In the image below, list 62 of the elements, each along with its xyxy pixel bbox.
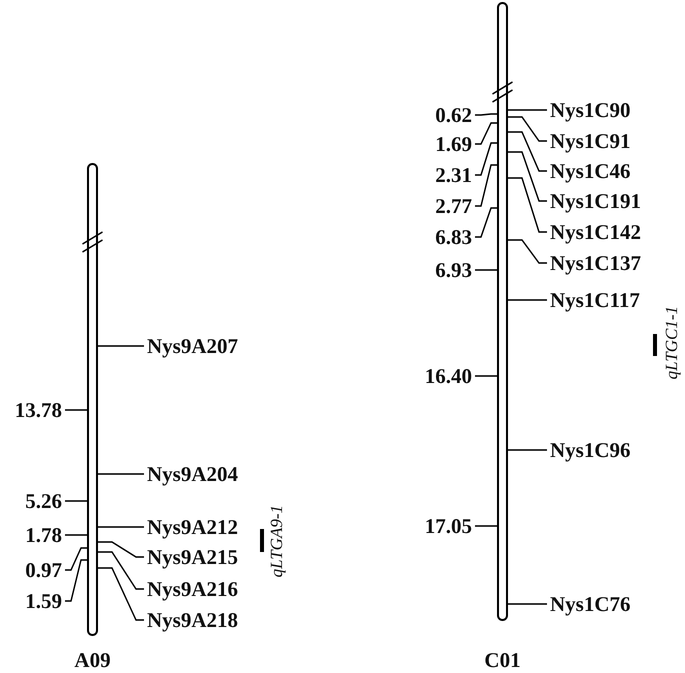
leader-line bbox=[98, 567, 144, 621]
leader-line bbox=[98, 551, 144, 590]
leader-line bbox=[508, 239, 547, 264]
distance-value: 6.93 bbox=[435, 259, 472, 281]
leader-line bbox=[475, 122, 497, 145]
marker-name: Nys9A207 bbox=[147, 335, 238, 357]
leader-line bbox=[475, 269, 497, 271]
chromosome-bar bbox=[87, 163, 98, 636]
leader-line bbox=[98, 345, 144, 347]
leader-line bbox=[508, 109, 547, 111]
leader-line bbox=[98, 541, 144, 558]
distance-value: 17.05 bbox=[424, 515, 472, 537]
marker-name: Nys9A204 bbox=[147, 463, 238, 485]
marker-name: Nys1C96 bbox=[550, 439, 631, 461]
leader-line bbox=[65, 500, 87, 502]
chromosome-name: C01 bbox=[484, 649, 521, 671]
distance-value: 13.78 bbox=[14, 399, 62, 421]
distance-value: 1.78 bbox=[25, 524, 62, 546]
marker-name: Nys1C142 bbox=[550, 221, 642, 243]
distance-value: 2.31 bbox=[435, 164, 472, 186]
marker-name: Nys9A216 bbox=[147, 578, 238, 600]
leader-line bbox=[98, 526, 144, 528]
leader-line bbox=[475, 113, 497, 116]
distance-value: 6.83 bbox=[435, 226, 472, 248]
chromosome-name: A09 bbox=[74, 649, 111, 671]
leader-line bbox=[508, 449, 547, 451]
marker-name: Nys9A215 bbox=[147, 546, 238, 568]
leader-line bbox=[475, 142, 497, 176]
leader-line bbox=[508, 131, 547, 172]
leader-line bbox=[508, 151, 547, 202]
leader-line bbox=[508, 603, 547, 605]
leader-line bbox=[65, 534, 87, 536]
marker-name: Nys9A218 bbox=[147, 609, 238, 631]
leader-line bbox=[65, 547, 87, 571]
marker-name: Nys9A212 bbox=[147, 516, 238, 538]
qtl-label: qLTGC1-1 bbox=[663, 306, 681, 380]
distance-value: 5.26 bbox=[25, 490, 62, 512]
leader-line bbox=[475, 375, 497, 377]
leader-line bbox=[65, 409, 87, 411]
leader-line bbox=[475, 164, 497, 207]
leader-line bbox=[508, 116, 547, 142]
chromosome-bar bbox=[497, 2, 508, 621]
qtl-label: qLTGA9-1 bbox=[268, 504, 286, 578]
leader-line bbox=[475, 207, 497, 238]
marker-name: Nys1C76 bbox=[550, 593, 631, 615]
distance-value: 1.69 bbox=[435, 133, 472, 155]
leader-line bbox=[98, 473, 144, 475]
distance-value: 16.40 bbox=[424, 365, 472, 387]
distance-value: 2.77 bbox=[435, 195, 472, 217]
marker-name: Nys1C91 bbox=[550, 130, 631, 152]
leader-line bbox=[475, 525, 497, 527]
distance-value: 0.62 bbox=[435, 104, 472, 126]
distance-value: 0.97 bbox=[25, 559, 62, 581]
marker-name: Nys1C90 bbox=[550, 99, 631, 121]
marker-name: Nys1C191 bbox=[550, 190, 642, 212]
leader-line bbox=[508, 299, 547, 301]
marker-name: Nys1C46 bbox=[550, 160, 631, 182]
marker-name: Nys1C137 bbox=[550, 252, 642, 274]
leader-line bbox=[508, 177, 547, 233]
leader-line bbox=[65, 559, 87, 602]
distance-value: 1.59 bbox=[25, 590, 62, 612]
marker-name: Nys1C117 bbox=[550, 289, 640, 311]
